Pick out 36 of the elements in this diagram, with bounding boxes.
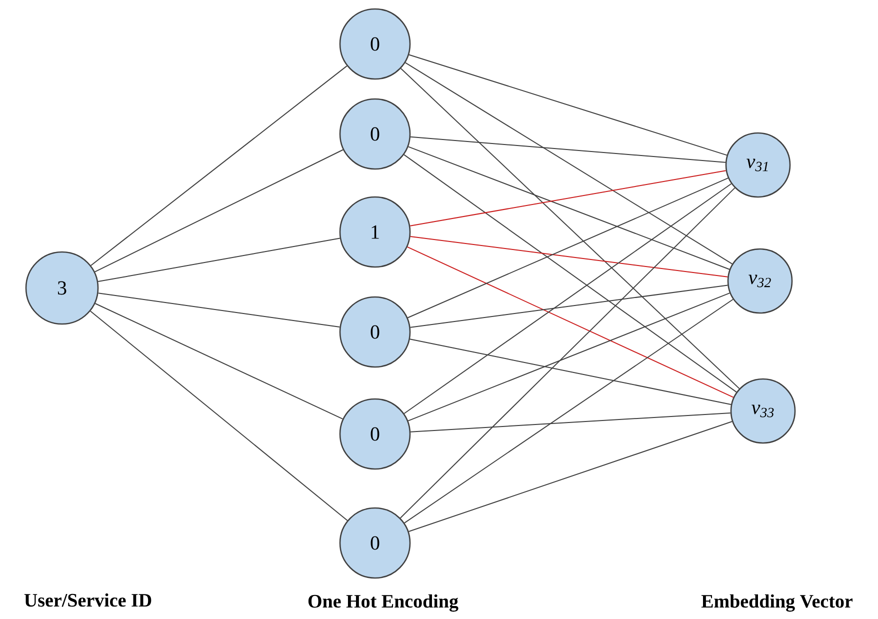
connector-line — [400, 68, 740, 390]
connector-line — [90, 310, 348, 521]
circle-node: 0 — [339, 8, 411, 80]
connector-line — [408, 146, 730, 270]
connector-line — [408, 292, 730, 422]
connector-line — [408, 421, 733, 532]
connector-line — [404, 298, 734, 524]
connector-line — [410, 236, 728, 278]
circle-node: v$_{31}$ — [725, 132, 791, 198]
connector-line — [410, 136, 726, 163]
circle-node: 0 — [339, 98, 411, 170]
connector-line — [98, 292, 340, 328]
column-label: Embedding Vector — [701, 594, 853, 612]
connector-line — [410, 284, 728, 328]
connector-line — [410, 412, 731, 432]
connector-line — [410, 170, 726, 226]
circle-node: v$_{33}$ — [730, 378, 796, 444]
circle-node: 0 — [339, 507, 411, 579]
connector-line — [400, 187, 736, 518]
connector-line — [404, 62, 733, 264]
circle-node: 0 — [339, 296, 411, 368]
connector-line — [406, 246, 734, 398]
connector-line — [90, 65, 348, 266]
circle-node: 3 — [25, 251, 99, 325]
circle-node: v$_{32}$ — [727, 248, 793, 314]
circle-node: 0 — [339, 398, 411, 470]
circle-node: 1 — [339, 196, 411, 268]
connector-line — [407, 178, 729, 318]
connector-line — [94, 149, 344, 272]
connector-line — [404, 183, 732, 414]
connector-line — [409, 338, 732, 405]
connector-line — [98, 238, 340, 282]
connector-line — [408, 54, 728, 156]
column-label: User/Service ID — [24, 593, 152, 607]
connector-line — [404, 154, 737, 393]
connector-line — [94, 303, 344, 420]
